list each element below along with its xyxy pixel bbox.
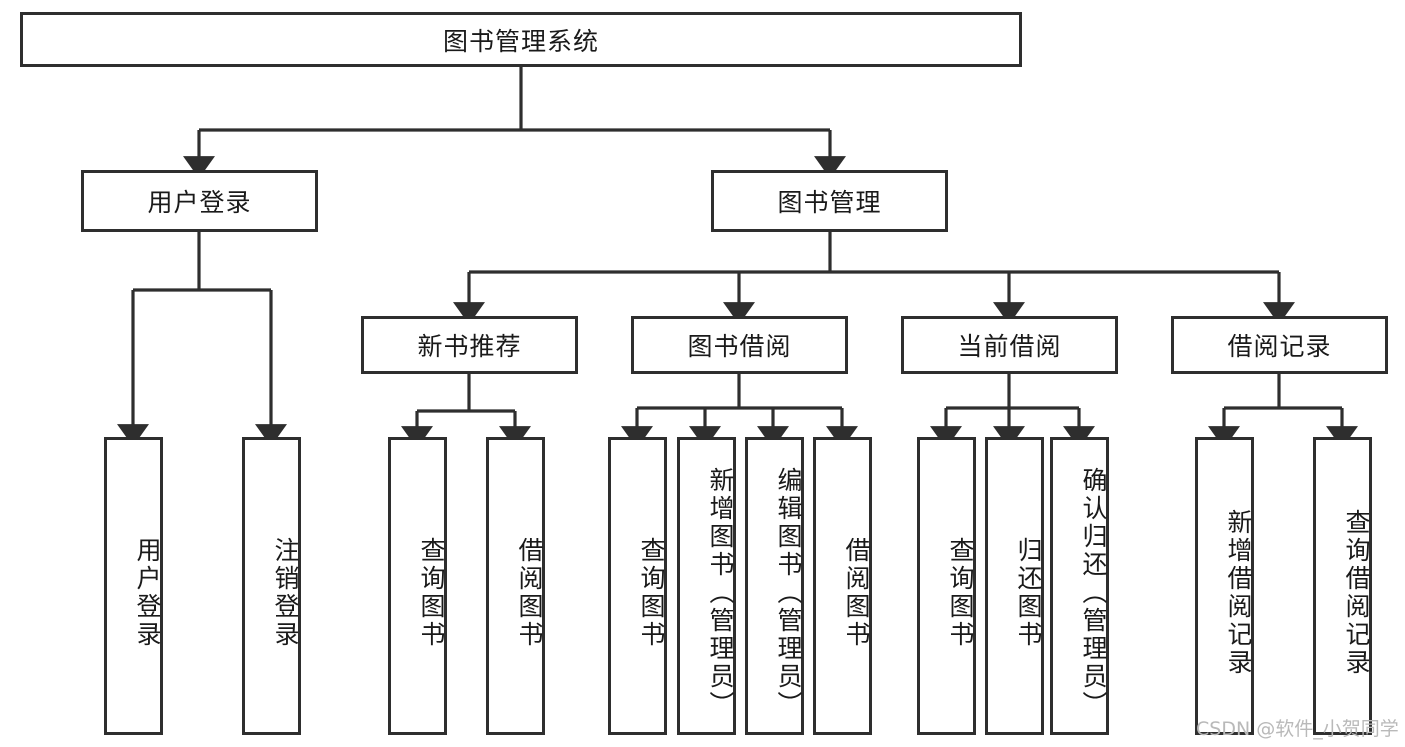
- watermark: CSDN @软件_小贺同学: [1196, 718, 1399, 740]
- leaf-add-book-admin-label: 新增图书（管理员）: [706, 467, 735, 719]
- leaf-user-login-label: 用户登录: [133, 537, 162, 649]
- node-book-borrow-label: 图书借阅: [687, 332, 792, 361]
- node-root[interactable]: 图书管理系统: [20, 12, 1022, 67]
- node-current-borrow-label: 当前借阅: [957, 332, 1062, 361]
- leaf-add-borrow-record-label: 新增借阅记录: [1224, 509, 1253, 677]
- leaf-borrow-book-recommend[interactable]: 借阅图书: [486, 437, 545, 735]
- leaf-logout-label: 注销登录: [271, 537, 300, 649]
- node-book-borrow[interactable]: 图书借阅: [631, 316, 848, 374]
- leaf-confirm-return-admin-label: 确认归还（管理员）: [1079, 467, 1108, 719]
- node-new-book-recommend[interactable]: 新书推荐: [361, 316, 578, 374]
- leaf-user-login[interactable]: 用户登录: [104, 437, 163, 735]
- leaf-query-book-recommend[interactable]: 查询图书: [388, 437, 447, 735]
- node-root-label: 图书管理系统: [442, 26, 599, 56]
- node-borrow-record-label: 借阅记录: [1227, 332, 1332, 361]
- leaf-add-borrow-record[interactable]: 新增借阅记录: [1195, 437, 1254, 735]
- node-current-borrow[interactable]: 当前借阅: [901, 316, 1118, 374]
- node-user-login-label: 用户登录: [147, 188, 252, 217]
- node-borrow-record[interactable]: 借阅记录: [1171, 316, 1388, 374]
- leaf-return-book[interactable]: 归还图书: [985, 437, 1044, 735]
- node-book-manage-label: 图书管理: [777, 188, 882, 217]
- leaf-query-book-current[interactable]: 查询图书: [917, 437, 976, 735]
- leaf-return-book-label: 归还图书: [1014, 537, 1043, 649]
- leaf-query-book-borrow-label: 查询图书: [637, 537, 666, 649]
- leaf-borrow-book-recommend-label: 借阅图书: [515, 537, 544, 649]
- leaf-confirm-return-admin[interactable]: 确认归还（管理员）: [1050, 437, 1109, 735]
- leaf-borrow-book-borrow-label: 借阅图书: [842, 537, 871, 649]
- leaf-query-book-borrow[interactable]: 查询图书: [608, 437, 667, 735]
- leaf-add-book-admin[interactable]: 新增图书（管理员）: [677, 437, 736, 735]
- leaf-query-borrow-record-label: 查询借阅记录: [1342, 509, 1371, 677]
- leaf-query-book-recommend-label: 查询图书: [417, 537, 446, 649]
- node-new-book-recommend-label: 新书推荐: [417, 332, 522, 361]
- leaf-edit-book-admin-label: 编辑图书（管理员）: [774, 467, 803, 719]
- leaf-logout[interactable]: 注销登录: [242, 437, 301, 735]
- node-book-manage[interactable]: 图书管理: [711, 170, 948, 232]
- leaf-edit-book-admin[interactable]: 编辑图书（管理员）: [745, 437, 804, 735]
- leaf-query-book-current-label: 查询图书: [946, 537, 975, 649]
- leaf-query-borrow-record[interactable]: 查询借阅记录: [1313, 437, 1372, 735]
- node-user-login[interactable]: 用户登录: [81, 170, 318, 232]
- leaf-borrow-book-borrow[interactable]: 借阅图书: [813, 437, 872, 735]
